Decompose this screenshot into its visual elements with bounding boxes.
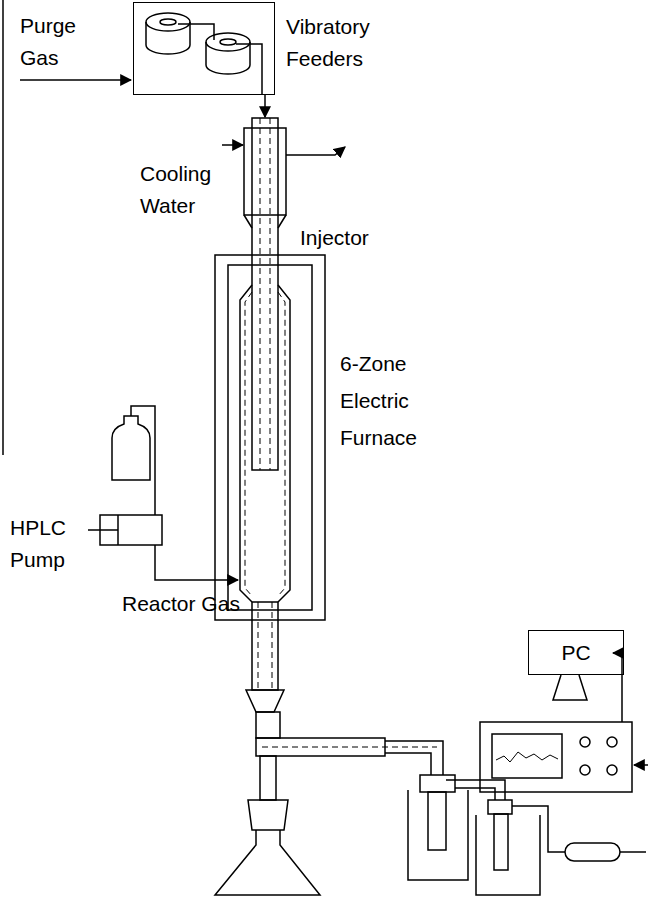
part-label: Reactor Gas bbox=[122, 588, 240, 620]
purge-gas-arrow bbox=[20, 79, 131, 81]
cooling-out-arrow bbox=[286, 147, 345, 155]
reactor-gas-arrow bbox=[155, 545, 238, 580]
part-label: Purge Gas bbox=[20, 10, 100, 74]
node-text: Vibratory Feeders bbox=[286, 11, 396, 75]
part-label: HPLC Pump bbox=[10, 512, 80, 576]
feeder-icons bbox=[146, 13, 262, 95]
data-logger bbox=[480, 722, 632, 792]
cooling-in-arrow bbox=[222, 144, 243, 146]
feed-arrow bbox=[264, 95, 266, 117]
collection-flask bbox=[215, 800, 320, 895]
node-text: PC bbox=[561, 637, 590, 669]
part-label: 6-Zone Electric Furnace bbox=[340, 345, 435, 456]
pc-stand bbox=[553, 675, 587, 700]
pc-monitor: PC bbox=[528, 630, 624, 675]
cold-traps bbox=[408, 775, 646, 895]
collector-probe bbox=[246, 602, 443, 800]
furnace-body bbox=[215, 255, 325, 620]
hplc-pump bbox=[88, 406, 162, 545]
divider-line bbox=[2, 0, 4, 455]
signal-arrow bbox=[613, 653, 622, 722]
part-label: Cooling Water bbox=[140, 158, 225, 222]
signal-in-arrow bbox=[634, 764, 648, 766]
feeder-box: Vibratory Feeders bbox=[133, 2, 275, 95]
part-label: Injector bbox=[300, 222, 369, 254]
